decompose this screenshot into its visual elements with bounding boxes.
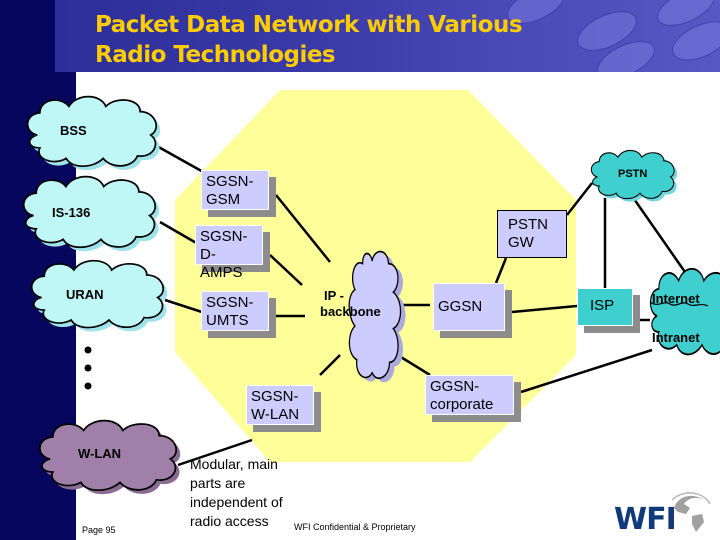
sgsn-gsm-node[interactable]: SGSN- GSM [201, 170, 269, 210]
confidential-notice: WFI Confidential & Proprietary [294, 522, 416, 532]
node-label: W-LAN [251, 406, 300, 423]
node-label: GW [508, 234, 534, 251]
cloud-is136[interactable] [22, 175, 160, 252]
sgsn-damps-node[interactable]: SGSN- D-AMPS [195, 225, 263, 281]
globe-icon [671, 492, 711, 532]
backbone-line-1: IP - [324, 288, 344, 303]
ggsn-corporate-node[interactable]: GGSN- corporate [425, 375, 514, 415]
node-label: GSM [206, 191, 241, 208]
internet-label: Internet [652, 291, 700, 306]
link-sgsn-damps-backbone [269, 254, 303, 286]
link-ggsn-isp [511, 304, 578, 314]
note-line: parts are [190, 475, 246, 491]
node-label: PSTN [508, 216, 549, 233]
isp-node[interactable]: ISP [577, 288, 633, 326]
pstn-cloud-label: PSTN [618, 168, 648, 180]
ip-backbone-label: IP - backbone [320, 288, 381, 320]
node-label: GGSN- [430, 378, 480, 395]
node-label: ISP [590, 297, 615, 314]
intranet-label: Intranet [652, 330, 700, 345]
cloud-bss[interactable] [26, 95, 161, 171]
sgsn-umts-node[interactable]: SGSN- UMTS [201, 291, 269, 331]
slide-title: Packet Data Network with Various Radio T… [95, 10, 523, 70]
access-network-label: URAN [66, 287, 104, 302]
title-banner [55, 0, 720, 72]
link-sgsn-gsm-backbone [275, 194, 331, 263]
node-label: SGSN- [200, 228, 248, 245]
wfi-logo: WFI [612, 490, 712, 537]
note-line: Modular, main [190, 456, 278, 472]
link-pstngw-pstn [566, 182, 593, 216]
title-line-2: Radio Technologies [95, 42, 336, 68]
modular-note: Modular, main parts are independent of r… [190, 455, 283, 531]
backbone-line-2: backbone [320, 304, 381, 319]
access-network-label: W-LAN [78, 446, 122, 461]
link-bss-sgsn-gsm [154, 143, 206, 175]
ggsn-node[interactable]: GGSN [433, 283, 505, 331]
link-is136-sgsn-damps [159, 220, 199, 246]
link-ggsncorp-intranet [520, 348, 653, 394]
link-sgsn-wlan-backbone [319, 354, 341, 376]
access-network-label: IS-136 [52, 205, 91, 220]
link-uran-sgsn-umts [164, 298, 206, 315]
node-label: UMTS [206, 312, 249, 329]
node-label: D-AMPS [200, 246, 243, 281]
note-line: radio access [190, 513, 269, 529]
link-pstn-internet [630, 195, 687, 273]
more-networks-ellipsis [84, 346, 92, 390]
access-network-label: BSS [60, 123, 87, 138]
node-label: SGSN- [206, 173, 254, 190]
title-line-1: Packet Data Network with Various [95, 12, 523, 38]
node-label: corporate [430, 396, 494, 413]
node-label: SGSN- [251, 388, 299, 405]
pstn-gw-node[interactable]: PSTN GW [497, 210, 567, 258]
cloud-internet-intranet[interactable] [649, 267, 720, 356]
note-line: independent of [190, 494, 283, 510]
link-pstngw-ggsn [494, 257, 508, 284]
logo-text: WFI [614, 502, 677, 537]
page-number: Page 95 [82, 525, 116, 535]
link-wlan-sgsn-wlan [177, 438, 253, 467]
node-label: SGSN- [206, 294, 254, 311]
sgsn-wlan-node[interactable]: SGSN- W-LAN [246, 385, 314, 425]
node-label: GGSN [438, 298, 483, 315]
